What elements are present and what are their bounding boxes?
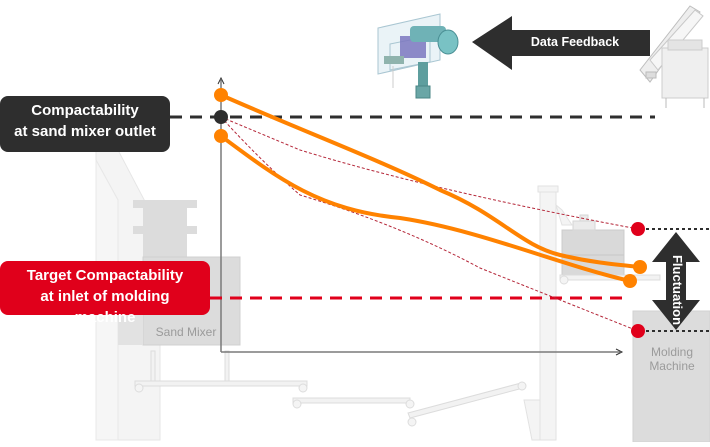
mixer-outlet-label-line1: Compactability bbox=[31, 102, 139, 119]
sand-mixer-label: Sand Mixer bbox=[155, 325, 217, 339]
lower-fluctuation-point bbox=[631, 324, 645, 338]
x-axis-arrow-icon bbox=[615, 348, 624, 356]
target-label-line1: Target Compactability bbox=[26, 267, 184, 284]
fluctuation-label: Fluctuation bbox=[670, 254, 685, 326]
upper-end-point bbox=[633, 260, 647, 274]
lower-end-point bbox=[623, 274, 637, 288]
mixer-outlet-point bbox=[214, 110, 228, 124]
molding-machine-label-line2: Machine bbox=[649, 359, 695, 373]
molding-machine-label-line1: Molding bbox=[650, 345, 694, 359]
fluctuation-double-arrow-icon bbox=[652, 232, 700, 330]
lower-projection-line bbox=[220, 116, 639, 332]
molding-machine-3d-model-icon bbox=[639, 5, 709, 108]
target-label-line2: at inlet of molding machine bbox=[40, 288, 170, 326]
upper-start-point bbox=[214, 88, 228, 102]
mixer-outlet-label-line2: at sand mixer outlet bbox=[14, 123, 156, 140]
mixer-outlet-label: Compactability at sand mixer outlet bbox=[0, 96, 170, 152]
lower-compactability-curve bbox=[219, 134, 632, 283]
y-axis-arrow-icon bbox=[217, 76, 225, 85]
sand-mixer-3d-model-icon bbox=[377, 13, 459, 99]
axes bbox=[217, 76, 624, 356]
upper-fluctuation-point bbox=[631, 222, 645, 236]
molding-machine-label: Molding Machine bbox=[632, 345, 710, 373]
data-feedback-arrow-icon bbox=[472, 16, 650, 70]
target-compactability-label: Target Compactability at inlet of moldin… bbox=[0, 261, 210, 326]
lower-start-point bbox=[214, 129, 228, 143]
upper-projection-line bbox=[220, 116, 639, 230]
upper-compactability-curve bbox=[219, 93, 642, 269]
data-feedback-label: Data Feedback bbox=[530, 35, 620, 49]
